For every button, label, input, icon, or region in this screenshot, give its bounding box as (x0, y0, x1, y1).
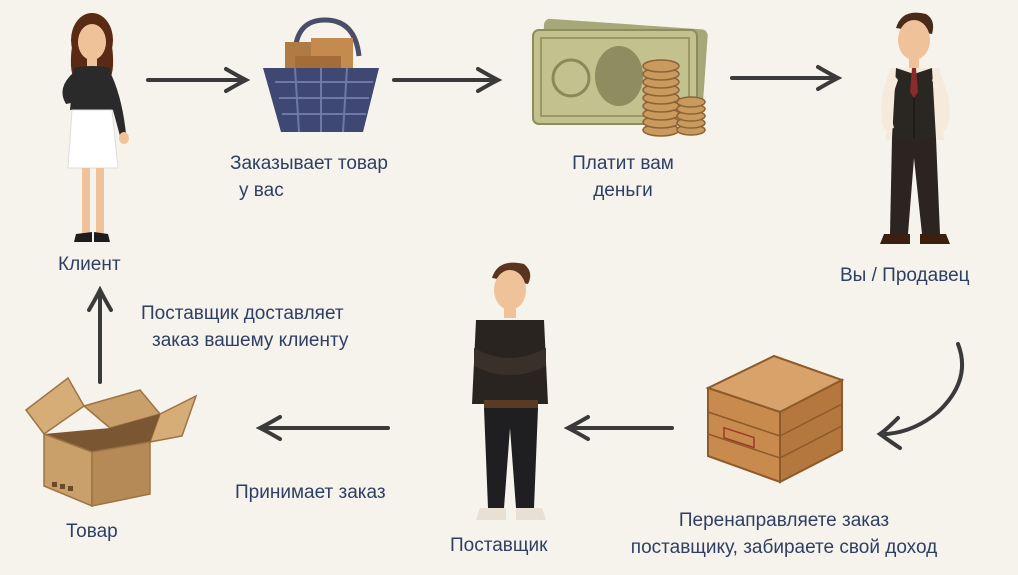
arrow-supplier-to-box (256, 415, 390, 441)
forward-step-line2: поставщику, забираете свой доход (630, 537, 938, 558)
order-step-line2: у вас (239, 180, 284, 201)
shopping-basket-icon (255, 16, 385, 134)
order-step-label: Заказывает товар у вас (230, 150, 388, 204)
client-woman-figure (48, 6, 138, 246)
pay-step-label: Платит вам деньги (556, 150, 690, 204)
arrow-basket-to-money (392, 67, 502, 93)
arrow-crate-to-supplier (564, 415, 674, 441)
seller-label: Вы / Продавец (840, 265, 970, 286)
product-label: Товар (66, 521, 118, 542)
arrow-client-to-basket (146, 67, 250, 93)
arrow-box-to-client (87, 286, 113, 384)
supplier-label: Поставщик (450, 535, 548, 556)
deliver-step-line1: Поставщик доставляет (141, 303, 344, 324)
order-step-line1: Заказывает товар (230, 153, 388, 174)
forward-step-label: Перенаправляете заказ поставщику, забира… (604, 507, 964, 561)
arrow-money-to-seller (730, 65, 842, 91)
arrow-seller-to-crate (876, 342, 964, 450)
forward-step-line1: Перенаправляете заказ (678, 510, 890, 531)
accept-step-label: Принимает заказ (235, 482, 386, 503)
money-banknotes-icon (527, 18, 711, 138)
deliver-step-label: Поставщик доставляет заказ вашему клиент… (141, 300, 348, 354)
client-label: Клиент (58, 254, 121, 275)
cardboard-box-icon (20, 370, 200, 510)
seller-man-figure (866, 8, 966, 248)
wooden-crate-icon (700, 346, 848, 486)
pay-step-line2: деньги (593, 180, 653, 201)
pay-step-line1: Платит вам (572, 153, 674, 174)
supplier-man-figure (462, 258, 562, 526)
deliver-step-line2: заказ вашему клиенту (152, 330, 349, 351)
